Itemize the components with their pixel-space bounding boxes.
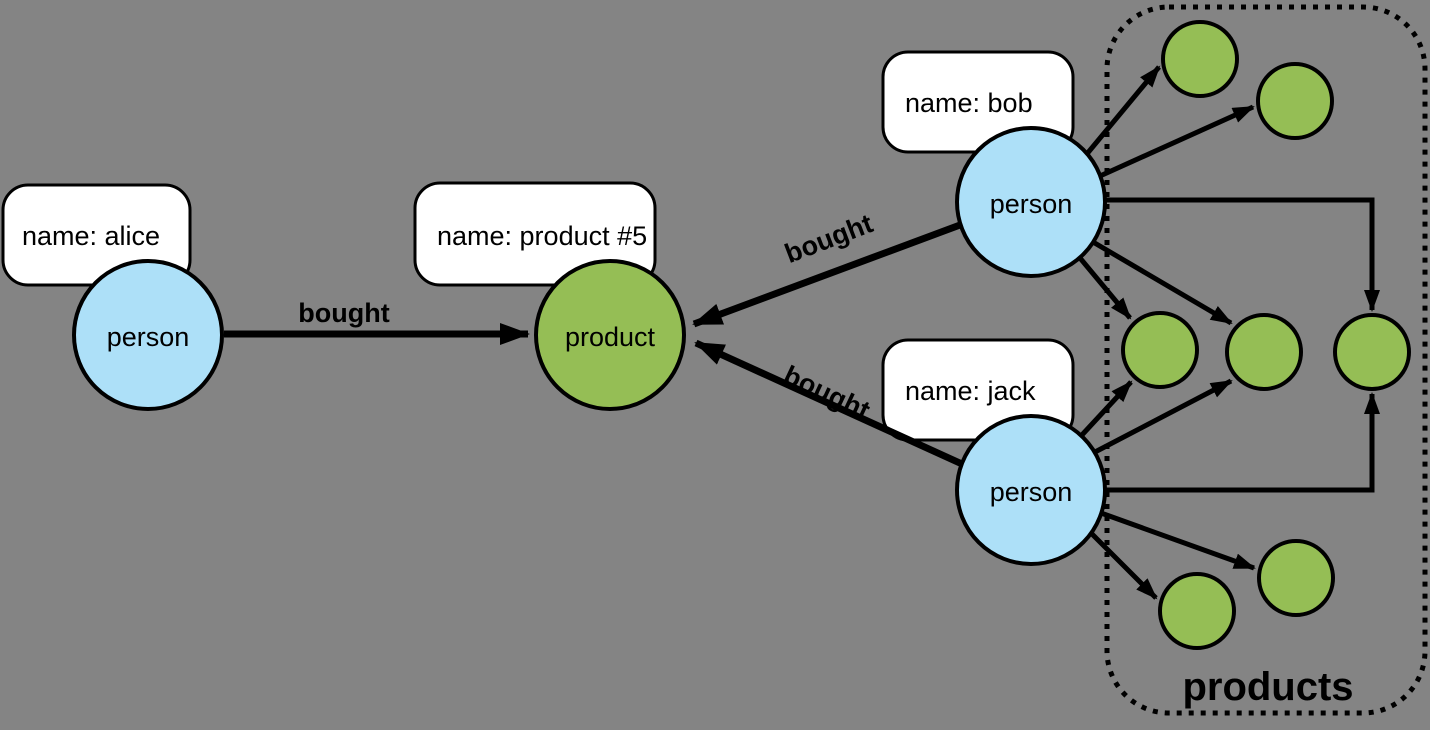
edge-bob-product-5-elbow: [1105, 197, 1380, 312]
product5-property-label: name: product #5: [437, 221, 647, 251]
edge-bob-product-2: [1098, 104, 1255, 179]
node-product-anonymous-7: [1158, 572, 1236, 650]
node-product-anonymous-5: [1333, 313, 1411, 391]
bob-property-label: name: bob: [905, 88, 1033, 118]
product5-node-label: product: [565, 322, 656, 352]
edge-jack-product-4: [1093, 378, 1233, 455]
bob-node-label: person: [990, 189, 1073, 219]
node-product-anonymous-3: [1121, 311, 1199, 389]
edge-bob-product-4: [1091, 239, 1233, 326]
edge-jack-bought-product5: [694, 339, 964, 468]
alice-property-label: name: alice: [22, 221, 160, 251]
products-group-border: [1104, 4, 1428, 716]
node-person-jack: [955, 414, 1107, 566]
jack-node-label: person: [990, 477, 1073, 507]
edge-jack-product-5-elbow: [1105, 392, 1380, 493]
node-product-anonymous-1: [1161, 20, 1239, 98]
edge-bob-bought-product5: [692, 221, 962, 328]
jack-property-label: name: jack: [905, 376, 1036, 406]
node-product-anonymous-4: [1225, 313, 1303, 391]
edge-jack-product-7: [1089, 531, 1158, 600]
node-product-anonymous-6: [1257, 539, 1335, 617]
node-person-alice: [72, 259, 224, 411]
alice-node-label: person: [107, 322, 190, 352]
node-product-anonymous-2: [1256, 62, 1334, 140]
node-product-5: [534, 259, 686, 411]
edge-jack-product-6: [1100, 510, 1256, 571]
edge-bob-product-1: [1084, 65, 1161, 157]
alice-bought-edge-label: bought: [298, 298, 389, 328]
edge-bob-product-3: [1078, 256, 1132, 320]
node-person-bob: [955, 126, 1107, 278]
products-group-label: products: [1182, 665, 1353, 709]
edge-jack-product-3: [1079, 380, 1133, 438]
product5-property-box: [413, 181, 657, 287]
